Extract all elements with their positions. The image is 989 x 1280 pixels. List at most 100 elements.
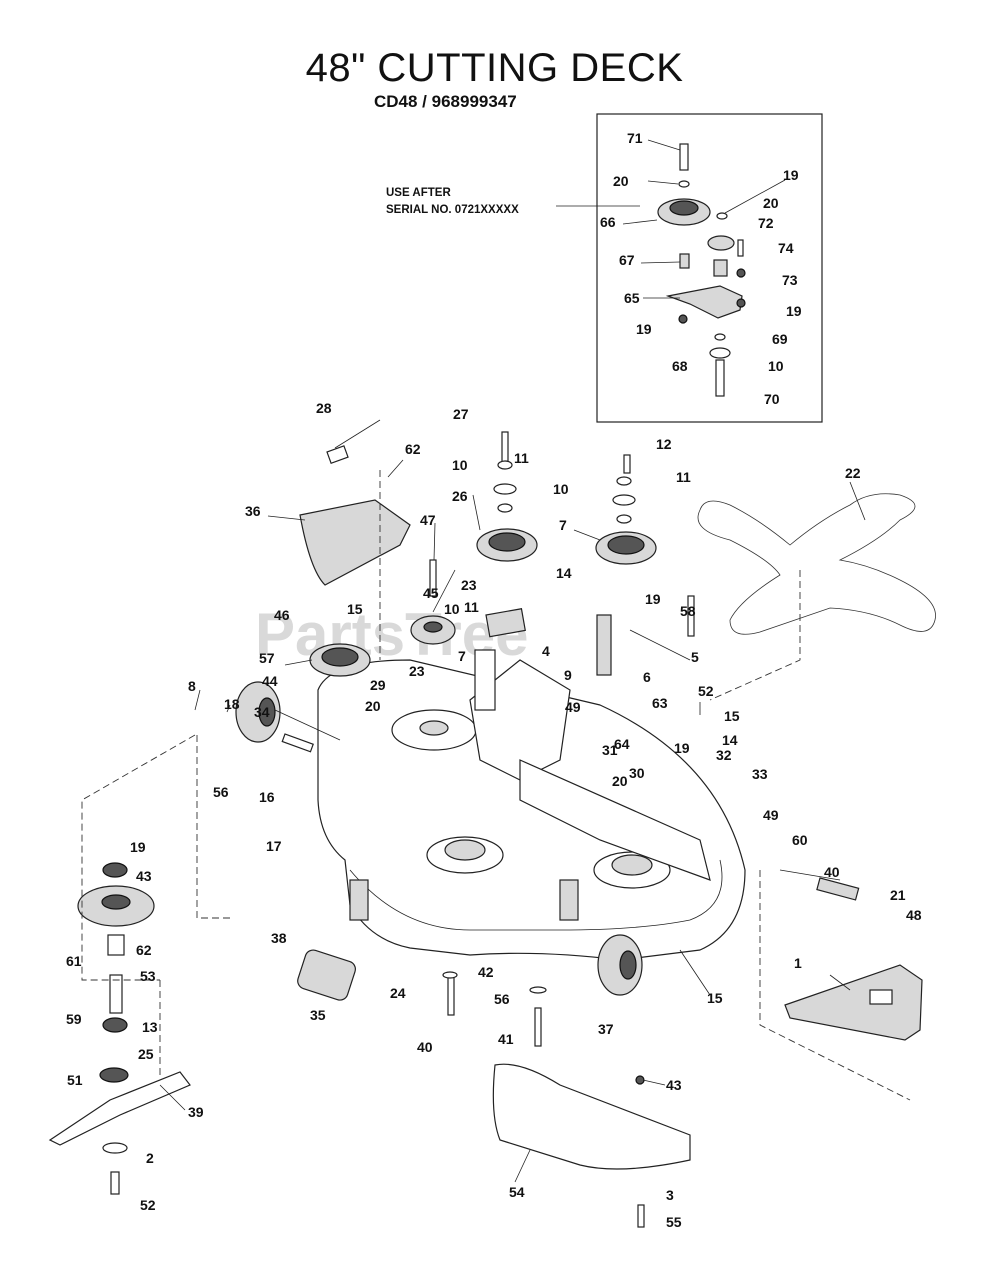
callout-33: 33 xyxy=(752,766,768,782)
callout-43: 43 xyxy=(136,868,152,884)
callout-49: 49 xyxy=(565,699,581,715)
callout-19: 19 xyxy=(636,321,652,337)
callout-20: 20 xyxy=(763,195,779,211)
callout-27: 27 xyxy=(453,406,469,422)
callout-15: 15 xyxy=(707,990,723,1006)
callout-64: 64 xyxy=(614,736,630,752)
callout-55: 55 xyxy=(666,1214,682,1230)
callout-26: 26 xyxy=(452,488,468,504)
callout-20: 20 xyxy=(612,773,628,789)
callout-14: 14 xyxy=(722,732,738,748)
callout-41: 41 xyxy=(498,1031,514,1047)
callout-28: 28 xyxy=(316,400,332,416)
callout-45: 45 xyxy=(423,585,439,601)
callout-35: 35 xyxy=(310,1007,326,1023)
callout-10: 10 xyxy=(452,457,468,473)
callout-46: 46 xyxy=(274,607,290,623)
callout-15: 15 xyxy=(347,601,363,617)
belt-cover-right xyxy=(784,964,923,1041)
callout-74: 74 xyxy=(778,240,794,256)
callout-24: 24 xyxy=(390,985,406,1001)
callout-67: 67 xyxy=(619,252,635,268)
callout-38: 38 xyxy=(271,930,287,946)
callout-56: 56 xyxy=(494,991,510,1007)
callout-14: 14 xyxy=(556,565,572,581)
callout-65: 65 xyxy=(624,290,640,306)
callout-61: 61 xyxy=(66,953,82,969)
callout-60: 60 xyxy=(792,832,808,848)
callout-59: 59 xyxy=(66,1011,82,1027)
callout-52: 52 xyxy=(698,683,714,699)
callout-44: 44 xyxy=(262,673,278,689)
callout-19: 19 xyxy=(130,839,146,855)
callout-19: 19 xyxy=(783,167,799,183)
deck-baffle xyxy=(492,1063,691,1170)
callout-11: 11 xyxy=(676,469,691,485)
callout-7: 7 xyxy=(458,648,466,664)
inset-box xyxy=(596,113,823,423)
callout-58: 58 xyxy=(680,603,696,619)
callout-43: 43 xyxy=(666,1077,682,1093)
callout-62: 62 xyxy=(136,942,152,958)
callout-19: 19 xyxy=(674,740,690,756)
callout-57: 57 xyxy=(259,650,275,666)
callout-10: 10 xyxy=(553,481,569,497)
callout-16: 16 xyxy=(259,789,275,805)
callout-36: 36 xyxy=(245,503,261,519)
callout-7: 7 xyxy=(559,517,567,533)
callout-2: 2 xyxy=(146,1150,154,1166)
callout-11: 11 xyxy=(464,599,479,615)
drive-belt xyxy=(697,493,936,635)
callout-18: 18 xyxy=(224,696,240,712)
callout-15: 15 xyxy=(724,708,740,724)
callout-32: 32 xyxy=(716,747,732,763)
diagram-title: 48" CUTTING DECK xyxy=(305,46,684,90)
callout-72: 72 xyxy=(758,215,774,231)
callout-9: 9 xyxy=(564,667,572,683)
inset-note-line2: SERIAL NO. 0721XXXXX xyxy=(386,204,519,216)
callout-37: 37 xyxy=(598,1021,614,1037)
callout-71: 71 xyxy=(627,130,643,146)
callout-23: 23 xyxy=(409,663,425,679)
callout-42: 42 xyxy=(478,964,494,980)
callout-69: 69 xyxy=(772,331,788,347)
callout-1: 1 xyxy=(794,955,802,971)
inset-note-line1: USE AFTER xyxy=(386,187,451,199)
callout-48: 48 xyxy=(906,907,922,923)
callout-22: 22 xyxy=(845,465,861,481)
callout-20: 20 xyxy=(365,698,381,714)
callout-23: 23 xyxy=(461,577,477,593)
callout-20: 20 xyxy=(613,173,629,189)
callout-5: 5 xyxy=(691,649,699,665)
spindle-assembly xyxy=(48,862,191,1195)
callout-52: 52 xyxy=(140,1197,156,1213)
callout-49: 49 xyxy=(763,807,779,823)
callout-13: 13 xyxy=(142,1019,158,1035)
callout-34: 34 xyxy=(254,704,270,720)
callout-63: 63 xyxy=(652,695,668,711)
electric-clutch xyxy=(297,949,356,1001)
callout-10: 10 xyxy=(768,358,784,374)
callout-3: 3 xyxy=(666,1187,674,1203)
callout-19: 19 xyxy=(786,303,802,319)
model-number: CD48 / 968999347 xyxy=(374,92,517,111)
callout-68: 68 xyxy=(672,358,688,374)
cutting-deck xyxy=(317,649,746,961)
callout-12: 12 xyxy=(656,436,672,452)
callout-25: 25 xyxy=(138,1046,154,1062)
belt-cover-left xyxy=(299,499,411,586)
callout-30: 30 xyxy=(629,765,645,781)
callout-11: 11 xyxy=(514,450,529,466)
callout-54: 54 xyxy=(509,1184,525,1200)
callout-62: 62 xyxy=(405,441,421,457)
callout-47: 47 xyxy=(420,512,436,528)
callout-17: 17 xyxy=(266,838,282,854)
callout-31: 31 xyxy=(602,742,618,758)
callout-40: 40 xyxy=(824,864,840,880)
callout-10: 10 xyxy=(444,601,460,617)
inset-idler-assembly xyxy=(657,143,746,397)
callout-73: 73 xyxy=(782,272,798,288)
callout-66: 66 xyxy=(600,214,616,230)
callout-21: 21 xyxy=(890,887,906,903)
